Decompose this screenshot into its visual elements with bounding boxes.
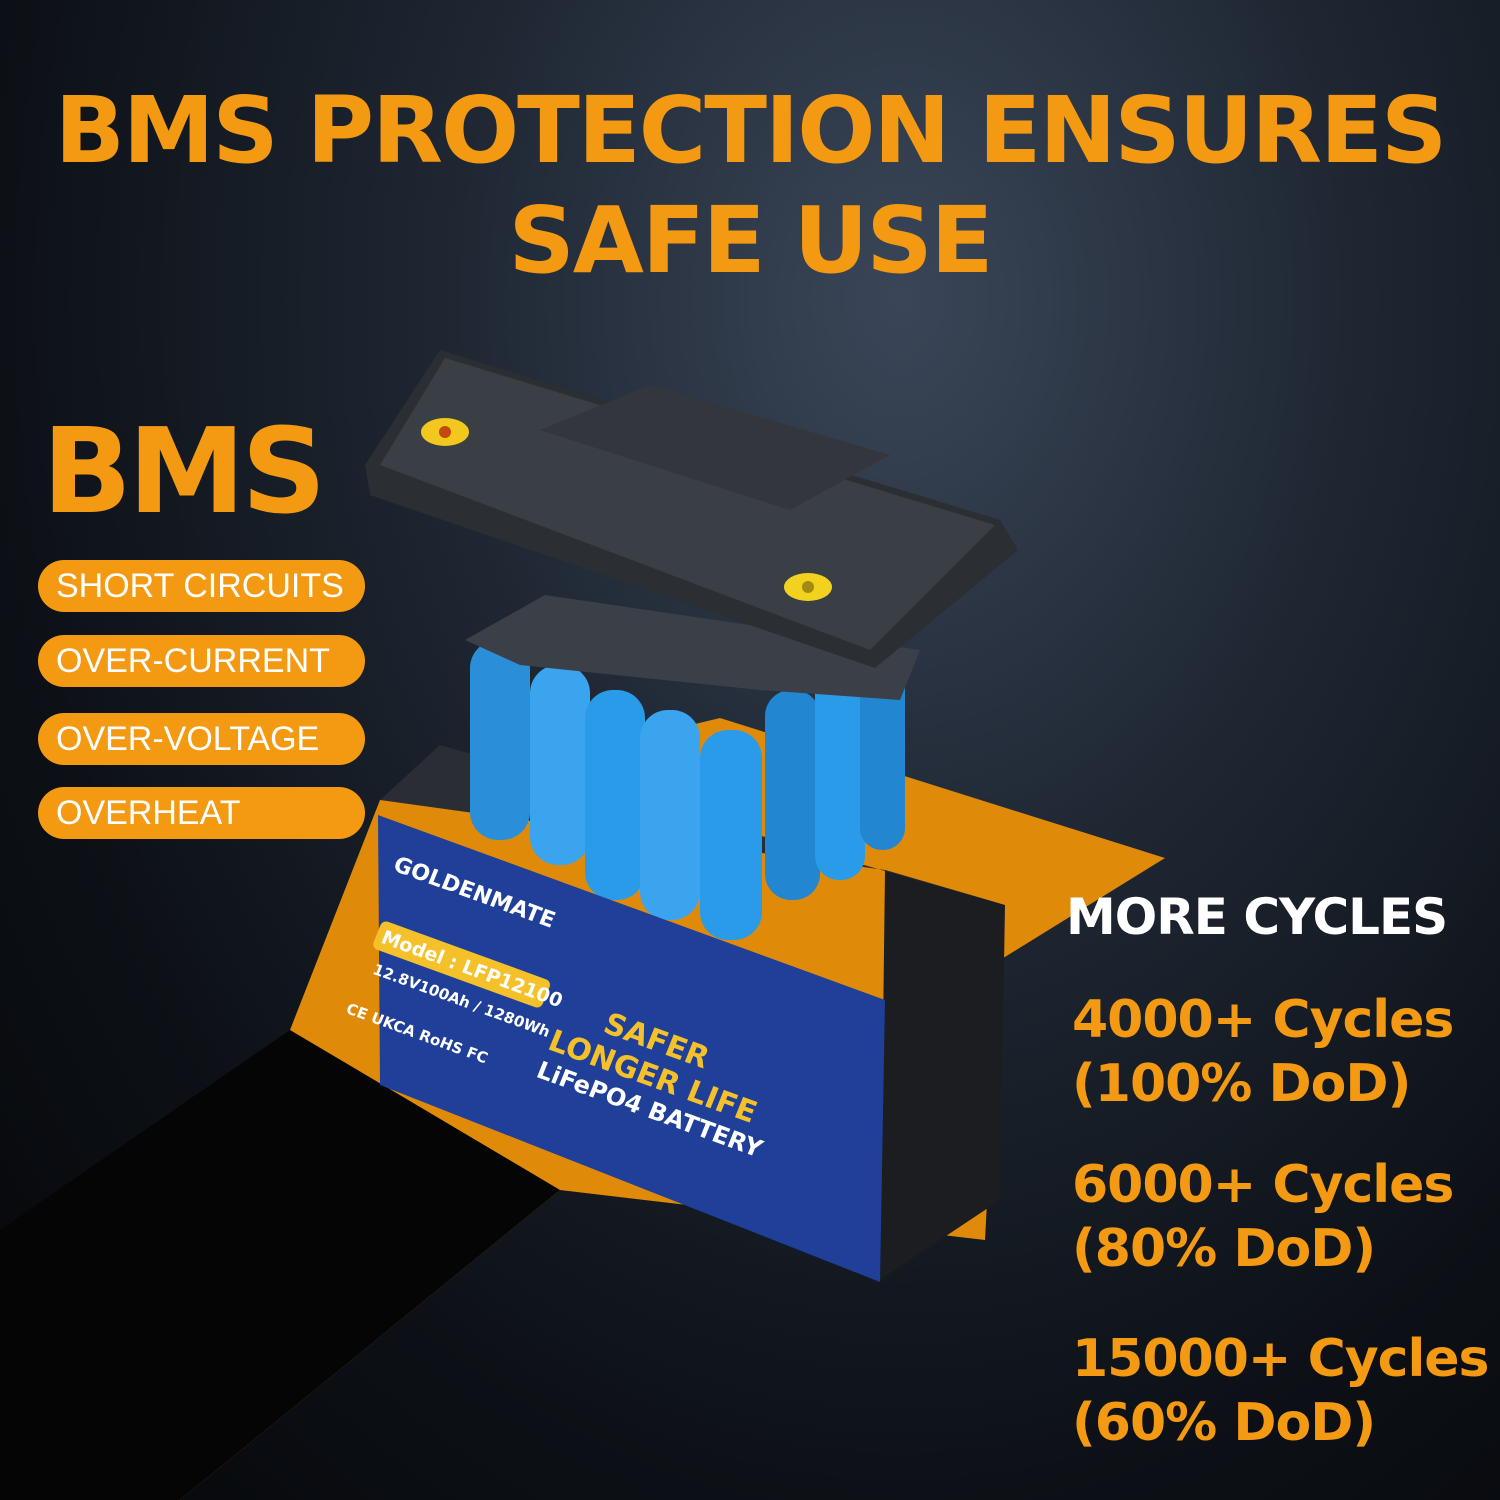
bms-title: BMS (42, 402, 326, 540)
battery-cells (465, 595, 920, 940)
cycles-dod: (100% DoD) (1072, 1054, 1411, 1114)
battery-label-face (378, 815, 885, 1282)
protection-over-voltage: OVER-VOLTAGE (38, 713, 365, 765)
battery-lid (365, 350, 1018, 668)
cycles-item-1: 4000+ Cycles (100% DoD) (1072, 988, 1454, 1116)
cycles-dod: (80% DoD) (1072, 1219, 1376, 1279)
bolt-shadow (0, 1030, 560, 1500)
cycles-item-3: 15000+ Cycles (60% DoD) (1072, 1327, 1490, 1455)
battery-case-side (880, 870, 1005, 1280)
cycles-count: 15000+ Cycles (1072, 1329, 1490, 1389)
cycles-item-2: 6000+ Cycles (80% DoD) (1072, 1153, 1454, 1281)
cycles-dod: (60% DoD) (1072, 1393, 1376, 1453)
cycles-count: 6000+ Cycles (1072, 1155, 1454, 1215)
protection-short-circuits: SHORT CIRCUITS (38, 560, 365, 612)
protection-overheat: OVERHEAT (38, 787, 365, 839)
cycles-count: 4000+ Cycles (1072, 990, 1454, 1050)
headline-line-1: BMS PROTECTION ENSURES (54, 77, 1448, 184)
more-cycles-title: MORE CYCLES (1066, 888, 1448, 946)
headline-line-2: SAFE USE (508, 187, 994, 294)
protection-over-current: OVER-CURRENT (38, 635, 365, 687)
